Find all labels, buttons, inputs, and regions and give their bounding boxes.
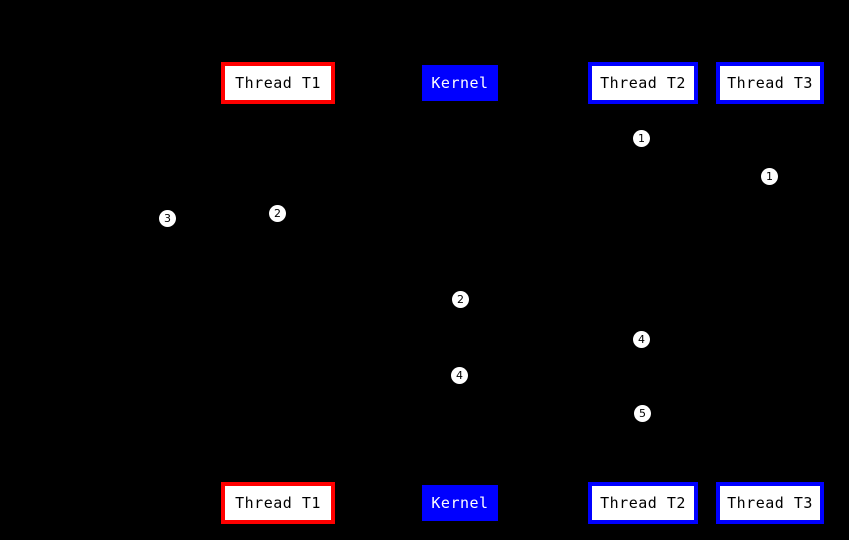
participant-thread-t1-bottom[interactable]: Thread T1 (221, 482, 335, 524)
step-badge-number: 2 (274, 207, 281, 220)
participant-label: Thread T2 (600, 493, 686, 512)
step-badge-number: 1 (766, 170, 773, 183)
step-badge-1-t3: 1 (761, 168, 778, 185)
participant-thread-t3-top[interactable]: Thread T3 (716, 62, 824, 104)
participant-thread-t2-top[interactable]: Thread T2 (588, 62, 698, 104)
step-badge-2-t1: 2 (269, 205, 286, 222)
step-badge-2-kernel: 2 (452, 291, 469, 308)
participant-label: Thread T1 (235, 493, 321, 512)
participant-thread-t1-top[interactable]: Thread T1 (221, 62, 335, 104)
step-badge-number: 3 (164, 212, 171, 225)
lifeline-thread-t1 (278, 104, 279, 482)
participant-label: Thread T2 (600, 73, 686, 92)
participant-label: Thread T1 (235, 73, 321, 92)
participant-thread-t3-bottom[interactable]: Thread T3 (716, 482, 824, 524)
lifeline-thread-t3 (770, 104, 771, 482)
participant-thread-t2-bottom[interactable]: Thread T2 (588, 482, 698, 524)
participant-kernel-bottom[interactable]: Kernel (422, 485, 498, 521)
step-badge-4-kernel: 4 (451, 367, 468, 384)
step-badge-number: 4 (456, 369, 463, 382)
participant-label: Kernel (431, 493, 489, 512)
step-badge-number: 1 (638, 132, 645, 145)
step-badge-1-t2: 1 (633, 130, 650, 147)
step-badge-4-t2: 4 (633, 331, 650, 348)
step-badge-3-left: 3 (159, 210, 176, 227)
participant-label: Thread T3 (727, 493, 813, 512)
step-badge-number: 5 (639, 407, 646, 420)
step-badge-number: 2 (457, 293, 464, 306)
participant-kernel-top[interactable]: Kernel (422, 65, 498, 101)
lifeline-thread-t2 (643, 104, 644, 482)
participant-label: Thread T3 (727, 73, 813, 92)
step-badge-number: 4 (638, 333, 645, 346)
step-badge-5-t2: 5 (634, 405, 651, 422)
participant-label: Kernel (431, 73, 489, 92)
